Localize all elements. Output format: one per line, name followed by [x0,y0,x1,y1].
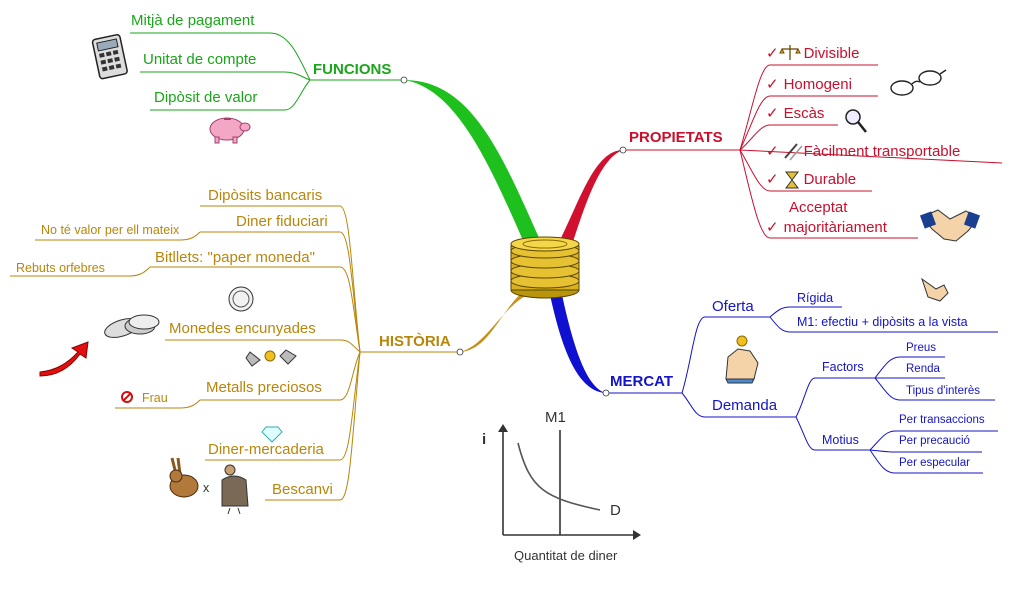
note-rebuts-orfebres: Rebuts orfebres [16,261,105,275]
funcions-item-mitja: Mitjà de pagament [131,12,255,29]
historia-item-fiduciari: Diner fiduciari [236,213,328,230]
prohibited-icon [121,391,133,403]
funcions-item-unitat: Unitat de compte [143,51,257,68]
mercat-oferta: Oferta [712,298,754,315]
propietats-links [623,64,1003,239]
mercat-links [606,306,998,474]
historia-item-mercaderia: Diner-mercaderia [208,441,324,458]
coins-icon [104,314,160,338]
note-frau: Frau [142,391,168,405]
propietat-divisible: ✓Divisible [766,45,860,62]
hand-coin-icon [725,335,759,384]
factor-preus: Preus [906,342,937,354]
funcions-item-diposit: Dipòsit de valor [154,89,258,106]
historia-item-metalls: Metalls preciosos [206,379,322,396]
demanda-motius: Motius [822,433,859,447]
coin-stack-icon [510,236,580,299]
factor-tipus-interes: Tipus d'interès [906,385,980,397]
barter-x: x [203,481,210,495]
demanda-factors: Factors [822,360,864,374]
mercat-demanda: Demanda [712,397,778,414]
propietat-durable: ✓Durable [766,171,857,188]
handshake-icon [919,209,981,242]
graph-m1-label: M1 [545,409,566,426]
oferta-rigida: Rígida [797,291,834,305]
funcions-links [130,32,404,111]
branch-historia [460,290,535,352]
historia-links [10,205,460,501]
piggy-bank-icon [209,117,251,144]
historia-item-bitllets: Bitllets: "paper moneda" [155,249,315,266]
factor-renda: Renda [906,363,940,375]
motiu-precaucio: Per precaució [899,435,970,447]
pointing-hand-icon [921,277,949,302]
historia-item-bescanvi: Bescanvi [272,481,333,498]
calculator-icon [91,33,128,80]
metal-pieces-icon [245,349,297,367]
graph-d-label: D [610,502,621,519]
propietat-homogeni: ✓Homogeni [766,76,852,93]
note-no-te-valor: No té valor per ell mateix [41,223,180,237]
hourglass-icon [785,171,799,189]
propietats-title: PROPIETATS [629,129,723,146]
demand-curve [517,442,601,511]
historia-title: HISTÒRIA [379,333,451,350]
branch-funcions [404,80,540,245]
mercat-title: MERCAT [610,373,674,390]
motiu-especular: Per especular [899,457,970,469]
money-demand-graph [498,424,641,540]
scales-icon [779,45,801,60]
diamond-icon [261,426,283,443]
propietat-acceptat: Acceptat [789,199,848,216]
graph-y-label: i [482,431,487,448]
propietat-escas: ✓Escàs [766,105,825,122]
red-arrow-icon [39,341,89,377]
graph-x-label: Quantitat de diner [514,548,618,563]
propietat-transportable: ✓Fàcilment transportable [766,143,961,160]
magnifier-icon [845,109,867,133]
ruler-icon [784,143,803,161]
oferta-m1: M1: efectiu + dipòsits a la vista [797,315,968,329]
coin-face-icon [228,286,254,312]
branch-propietats [560,150,623,245]
motiu-transaccions: Per transaccions [899,414,985,426]
funcions-title: FUNCIONS [313,61,392,78]
historia-item-diposits: Dipòsits bancaris [208,187,323,204]
propietat-majoritariament: ✓majoritàriament [766,219,887,236]
vulture-icon [221,464,249,515]
hare-icon [169,457,199,498]
historia-item-monedes: Monedes encunyades [169,320,316,337]
branch-mercat [550,295,606,393]
glasses-icon [890,69,947,96]
